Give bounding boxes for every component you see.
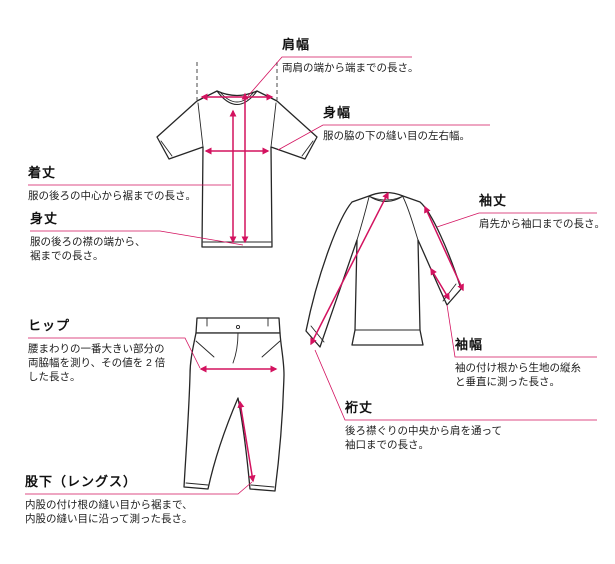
label-hip-desc: 腰まわりの一番大きい部分の 両脇幅を測り、その値を 2 倍 した長さ。 xyxy=(28,343,166,383)
label-yuki-length-desc: 後ろ襟ぐりの中央から肩を通って 袖口までの長さ。 xyxy=(345,425,502,451)
label-hip: ヒップ 腰まわりの一番大きい部分の 両脇幅を測り、その値を 2 倍 した長さ。 xyxy=(28,319,165,384)
inseam-leader xyxy=(25,481,253,495)
sweatshirt-illustration xyxy=(305,191,462,348)
sleeve-width-arrow xyxy=(430,267,450,301)
hip-leader xyxy=(28,337,201,369)
label-inseam-title: 股下（レングス） xyxy=(25,474,138,489)
sleeve-width-leader xyxy=(446,304,597,358)
label-shoulder-width: 肩幅 両肩の端から端までの長さ。 xyxy=(282,38,419,75)
label-sleeve-length-desc: 肩先から袖口までの長さ。 xyxy=(479,218,605,230)
inseam-arrow xyxy=(237,400,256,483)
sleeve-length-arrow xyxy=(424,205,464,292)
label-length: 着丈 服の後ろの中心から裾までの長さ。 xyxy=(28,166,196,203)
shoulder-width-leader xyxy=(247,56,412,97)
yuki-length-arrow xyxy=(310,191,389,346)
label-sleeve-length-title: 袖丈 xyxy=(479,193,508,208)
body-length-leader xyxy=(30,230,244,246)
label-length-title: 着丈 xyxy=(28,165,57,180)
label-body-width-title: 身幅 xyxy=(323,105,352,120)
pants-illustration xyxy=(183,317,285,492)
label-body-width-desc: 服の脇の下の縫い目の左右幅。 xyxy=(323,130,470,142)
label-shoulder-width-desc: 両肩の端から端までの長さ。 xyxy=(282,62,419,74)
label-hip-title: ヒップ xyxy=(28,318,71,333)
label-inseam-desc: 内股の付け根の縫い目から裾まで、 内股の縫い目に沿って測った長さ。 xyxy=(25,499,193,525)
label-body-width: 身幅 服の脇の下の縫い目の左右幅。 xyxy=(323,106,470,143)
body-width-leader xyxy=(277,124,490,151)
label-body-length: 身丈 服の後ろの襟の端から、 裾までの長さ。 xyxy=(30,212,146,263)
label-shoulder-width-title: 肩幅 xyxy=(282,37,311,52)
label-length-desc: 服の後ろの中心から裾までの長さ。 xyxy=(28,190,196,202)
measurement-arrows xyxy=(199,92,464,483)
sleeve-length-leader xyxy=(436,212,597,228)
tshirt-illustration xyxy=(156,62,318,248)
yuki-length-leader xyxy=(314,349,597,421)
leader-lines xyxy=(25,56,597,495)
label-body-length-title: 身丈 xyxy=(30,211,59,226)
label-yuki-length: 裄丈 後ろ襟ぐりの中央から肩を通って 袖口までの長さ。 xyxy=(345,401,502,452)
label-sleeve-width-title: 袖幅 xyxy=(455,337,484,352)
label-inseam: 股下（レングス） 内股の付け根の縫い目から裾まで、 内股の縫い目に沿って測った長… xyxy=(25,475,193,526)
label-body-length-desc: 服の後ろの襟の端から、 裾までの長さ。 xyxy=(30,236,146,262)
label-yuki-length-title: 裄丈 xyxy=(345,400,374,415)
label-sleeve-width: 袖幅 袖の付け根から生地の縦糸 と垂直に測った長さ。 xyxy=(455,338,581,389)
label-sleeve-width-desc: 袖の付け根から生地の縦糸 と垂直に測った長さ。 xyxy=(455,362,581,388)
label-sleeve-length: 袖丈 肩先から袖口までの長さ。 xyxy=(479,194,605,231)
